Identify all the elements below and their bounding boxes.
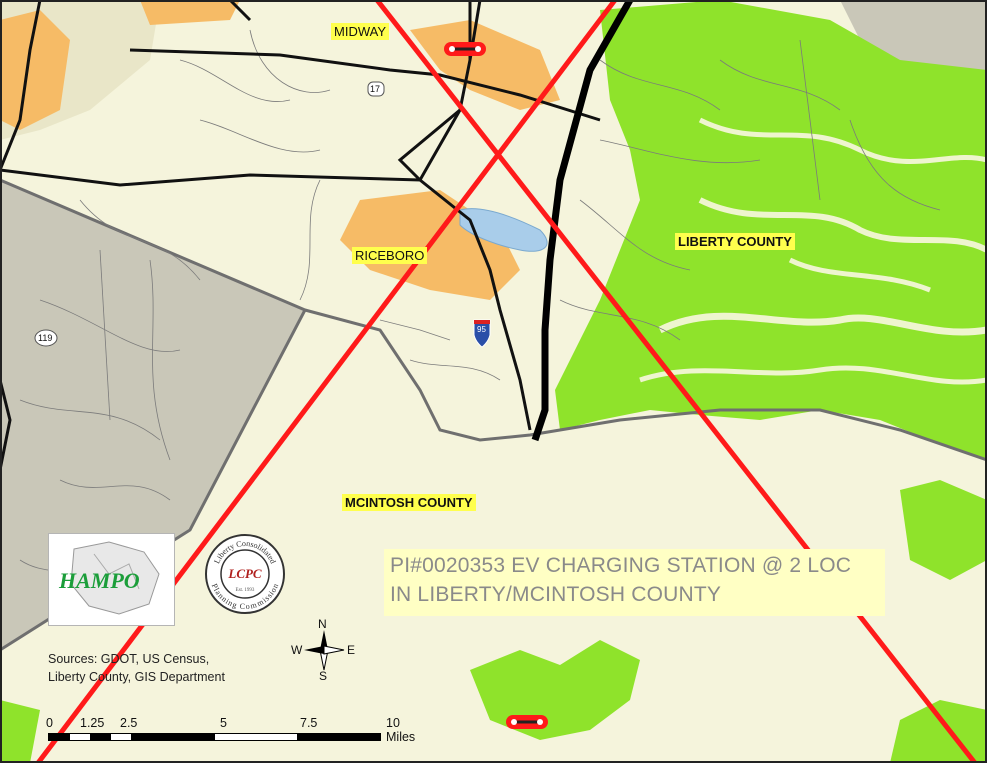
- hampo-logo: HAMPO: [48, 533, 175, 626]
- north-arrow-w: W: [291, 643, 303, 657]
- island-east: [900, 480, 987, 580]
- road-riceboro-1: [419, 178, 532, 431]
- project-title-box: PI#0020353 EV CHARGING STATION @ 2 LOC I…: [384, 549, 885, 616]
- sources-line1: Sources: GDOT, US Census,: [48, 652, 210, 666]
- sr119-shield-number: 119: [38, 333, 53, 343]
- marsh-liberty: [555, 0, 987, 460]
- road-nw: [0, 0, 42, 171]
- road-sr-38: [129, 48, 601, 122]
- sr119-shield: [34, 329, 58, 347]
- scale-tick-4: 7.5: [300, 716, 318, 730]
- scale-bar-graphic: [48, 733, 381, 741]
- road-north-spur: [228, 0, 252, 22]
- cross-line-1: [375, 0, 977, 763]
- north-arrow-s: S: [319, 669, 328, 683]
- north-arrow-icon: [304, 630, 345, 671]
- hampo-logo-text: HAMPO: [59, 568, 140, 593]
- marsh-channel-2: [698, 197, 987, 253]
- county-boundary: [304, 308, 987, 462]
- scale-unit: Miles: [386, 730, 416, 744]
- scale-tick-2: 2.5: [120, 716, 138, 730]
- station-marker-south[interactable]: [506, 715, 548, 729]
- urban-midway: [410, 20, 560, 110]
- scale-tick-3: 5: [220, 716, 227, 730]
- project-title-line2: IN LIBERTY/MCINTOSH COUNTY: [390, 583, 722, 606]
- i95-shield-number: 95: [477, 325, 486, 334]
- county-label-liberty: LIBERTY COUNTY: [675, 233, 795, 250]
- road-west-arc: [0, 379, 12, 471]
- lcpc-seal-icon: Liberty Consolidated Planning Commission…: [205, 534, 285, 614]
- reservoir: [459, 208, 548, 252]
- marsh-channel-5: [788, 257, 931, 293]
- north-arrow-n: N: [318, 617, 327, 631]
- county-label-mcintosh: MCINTOSH COUNTY: [342, 494, 476, 511]
- road-i95: [531, 0, 634, 442]
- urban-northwest: [0, 10, 70, 130]
- road-riceboro-2: [397, 108, 461, 182]
- lcpc-est: Est. 1993: [236, 588, 255, 593]
- island-south-2: [0, 700, 40, 763]
- hampo-map-icon: [70, 541, 160, 615]
- cross-line-2: [36, 0, 617, 763]
- place-label-midway: MIDWAY: [331, 23, 389, 40]
- map-sources: Sources: GDOT, US Census, Liberty County…: [48, 650, 225, 686]
- scale-tick-0: 0: [46, 716, 53, 730]
- west-county-area: [0, 180, 305, 650]
- project-title-line1: PI#0020353 EV CHARGING STATION @ 2 LOC: [390, 554, 852, 577]
- us17-shield-number: 17: [370, 84, 381, 94]
- station-marker-midway[interactable]: [444, 42, 486, 56]
- us17-shield: [367, 81, 385, 97]
- lcpc-text: LCPC: [227, 566, 262, 581]
- place-label-riceboro: RICEBORO: [352, 247, 428, 264]
- i95-shield: [473, 319, 491, 348]
- marsh-channel-1: [658, 312, 987, 336]
- marsh-channel-4: [698, 117, 987, 164]
- urban-north: [140, 0, 240, 25]
- scale-tick-5: 10: [386, 716, 400, 730]
- lcpc-seal: Liberty Consolidated Planning Commission…: [204, 533, 286, 615]
- island-south-1: [470, 640, 640, 740]
- north-arrow-e: E: [347, 643, 356, 657]
- scale-tick-1: 1.25: [80, 716, 105, 730]
- major-roads: [0, 0, 601, 471]
- marsh-channel-3: [639, 365, 987, 385]
- sources-line2: Liberty County, GIS Department: [48, 670, 225, 684]
